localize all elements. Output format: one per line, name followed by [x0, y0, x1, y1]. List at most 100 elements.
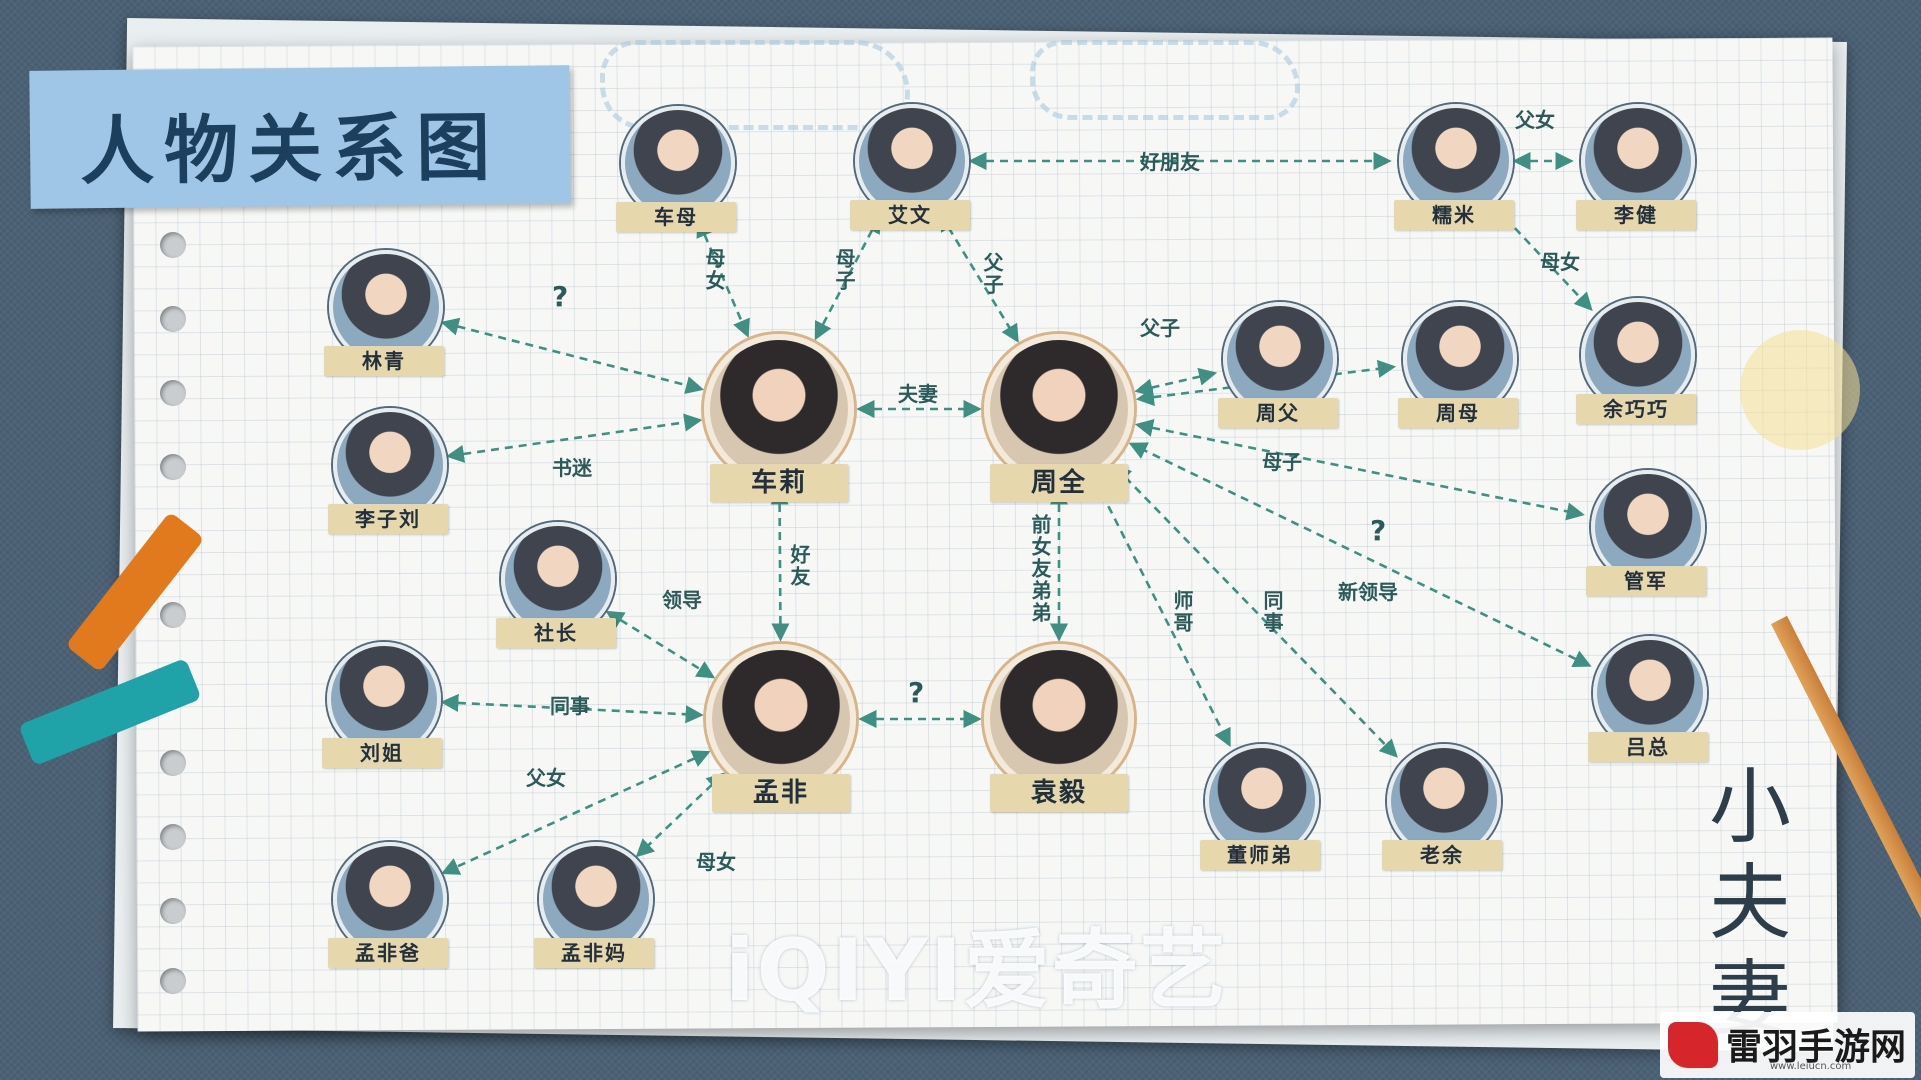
person-lvzong[interactable]: 吕总 [1586, 636, 1710, 784]
relation-label: 新领导 [1338, 580, 1398, 604]
portrait-avatar [706, 644, 856, 794]
person-lijian[interactable]: 李健 [1574, 104, 1698, 252]
person-liujie[interactable]: 刘姐 [320, 642, 444, 790]
site-watermark: 雷羽手游网 www.leiucn.com [1660, 1012, 1915, 1078]
portrait-avatar [501, 522, 615, 636]
relation-label: 前女友弟弟 [1028, 514, 1052, 624]
name-tag: 董师弟 [1200, 840, 1320, 870]
relation-label: 父女 [1515, 108, 1555, 132]
name-tag: 车莉 [710, 464, 848, 502]
watermark-url: www.leiucn.com [1770, 1061, 1852, 1072]
person-guanjun[interactable]: 管军 [1584, 470, 1708, 618]
person-cheli[interactable]: 车莉 [704, 334, 854, 514]
binder-hole [160, 306, 186, 332]
person-zhoumu[interactable]: 周母 [1396, 302, 1520, 450]
relation-edge-aiwen-zhouquan [939, 212, 1019, 343]
relation-label: 夫妻 [898, 382, 938, 406]
person-yuqiaoqiao[interactable]: 余巧巧 [1574, 298, 1698, 446]
name-tag: 管军 [1586, 566, 1706, 596]
binder-hole [160, 454, 186, 480]
relation-edge-zhouquan-laoyu [1112, 464, 1398, 758]
portrait-avatar [329, 250, 443, 364]
person-laoyu[interactable]: 老余 [1380, 744, 1504, 892]
name-tag: 周母 [1398, 398, 1518, 428]
person-dongshidi[interactable]: 董师弟 [1198, 744, 1322, 892]
name-tag: 老余 [1382, 840, 1502, 870]
relation-label: 母女 [702, 248, 726, 292]
relation-edge-aiwen-cheli [814, 214, 881, 341]
portrait-avatar [984, 644, 1134, 794]
portrait-avatar [984, 334, 1134, 484]
relation-edge-nuomi-yuqiaoqiao [1493, 205, 1593, 311]
person-zhouquan[interactable]: 周全 [984, 334, 1134, 514]
name-tag: 周全 [990, 464, 1128, 502]
relation-edge-linqing-cheli [440, 317, 705, 394]
relation-edge-liziliu-cheli [445, 413, 703, 463]
person-nuomi[interactable]: 糯米 [1392, 104, 1516, 252]
person-chemu[interactable]: 车母 [614, 106, 738, 254]
binder-hole [160, 380, 186, 406]
name-tag: 艾文 [850, 200, 970, 230]
relation-edge-shezhang-mengfei [605, 610, 716, 679]
person-yuanyi[interactable]: 袁毅 [984, 644, 1134, 824]
portrait-avatar [327, 642, 441, 756]
name-tag: 李健 [1576, 200, 1696, 230]
relation-label: 父子 [1140, 316, 1180, 340]
name-tag: 孟非妈 [534, 938, 654, 968]
relation-label: 好友 [787, 544, 811, 588]
binder-hole [160, 968, 186, 994]
portrait-avatar [704, 334, 854, 484]
binder-hole [160, 898, 186, 924]
relation-edge-liujie-mengfei [440, 693, 704, 724]
person-mengfeiba[interactable]: 孟非爸 [326, 842, 450, 990]
relation-label: ? [552, 280, 569, 313]
relation-edge-chemu-cheli [696, 218, 750, 338]
portrait-avatar [1205, 744, 1319, 858]
name-tag: 孟非爸 [328, 938, 448, 968]
relation-label: 母子 [1262, 450, 1302, 474]
name-tag: 余巧巧 [1576, 394, 1696, 424]
person-zhoufu[interactable]: 周父 [1216, 302, 1340, 450]
relation-edge-cheli-mengfei [770, 486, 790, 642]
relation-label: 同事 [1260, 590, 1284, 634]
relation-label: 母女 [1540, 250, 1580, 274]
person-shezhang[interactable]: 社长 [494, 522, 618, 670]
person-mengfeima[interactable]: 孟非妈 [532, 842, 656, 990]
person-liziliu[interactable]: 李子刘 [326, 408, 450, 556]
relation-label: ? [1370, 514, 1387, 547]
relation-label: 领导 [662, 588, 702, 612]
iqiyi-logo: iQIYI爱奇艺 [725, 921, 1228, 1021]
person-aiwen[interactable]: 艾文 [848, 104, 972, 252]
sun-doodle [1740, 330, 1860, 450]
relation-label: 母子 [832, 248, 856, 292]
person-linqing[interactable]: 林青 [322, 250, 446, 398]
name-tag: 袁毅 [990, 774, 1128, 812]
person-mengfei[interactable]: 孟非 [706, 644, 856, 824]
name-tag: 社长 [496, 618, 616, 648]
portrait-avatar [855, 104, 969, 218]
relation-label: 父子 [980, 252, 1004, 296]
relation-label: ? [908, 676, 925, 709]
relation-edge-mengfei-mengfeima [635, 772, 725, 858]
relation-label: 父女 [526, 766, 566, 790]
relation-label: 书迷 [552, 456, 592, 480]
name-tag: 车母 [616, 202, 736, 232]
show-title: 小夫妻 [1708, 760, 1791, 1047]
portrait-avatar [621, 106, 735, 220]
relation-label: 同事 [550, 694, 590, 718]
name-tag: 刘姐 [322, 738, 442, 768]
binder-hole [160, 824, 186, 850]
relation-label: 师哥 [1170, 590, 1194, 634]
name-tag: 吕总 [1588, 732, 1708, 762]
cloud-doodle [600, 40, 910, 130]
name-tag: 李子刘 [328, 504, 448, 534]
name-tag: 林青 [324, 346, 444, 376]
relation-edge-zhouquan-zhoufu [1134, 367, 1218, 397]
binder-hole [160, 232, 186, 258]
relation-label: 好朋友 [1140, 150, 1200, 174]
relation-edge-lvzong-zhouquan [1128, 442, 1592, 667]
binder-hole [160, 750, 186, 776]
name-tag: 周父 [1218, 398, 1338, 428]
name-tag: 糯米 [1394, 200, 1514, 230]
